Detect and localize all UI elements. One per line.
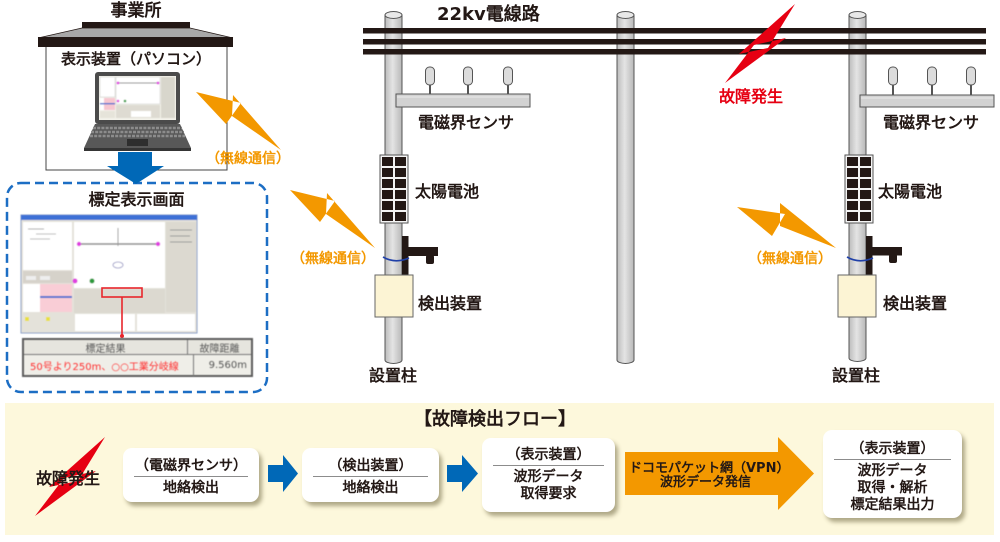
mounting-band-left [382,256,410,262]
flow-step-line: 波形データ [857,463,928,479]
roof-slope [37,27,234,39]
wireless-label-left: （無線通信） [291,251,375,267]
flow-start-label: 故障発生 [36,469,101,488]
flow-step-divider [313,476,428,477]
solar-panel-right [844,154,874,224]
table-header-cell: 標定結果 [24,340,188,355]
table-header-row: 標定結果 故障距離 [24,340,251,355]
flow-step-sensor: （電磁界センサ） 地絡検出 [123,448,259,502]
wireless-label-office: （無線通信） [206,151,290,167]
insulator [463,66,473,86]
detector-unit-left [374,274,414,318]
insulator [503,66,513,86]
flow-step-line: 取得・解析 [857,480,928,496]
insulator [888,66,898,86]
flow-step-detector: （検出装置） 地絡検出 [302,448,439,502]
detector-unit-right [837,274,877,318]
detector-label-left: 検出装置 [418,294,483,313]
flow-step-display-analysis: （表示装置） 波形データ 取得・解析 標定結果出力 [823,430,962,518]
insulator-stem [931,84,933,95]
flow-step-line: 地絡検出 [163,480,219,496]
flow-fault-bolt-icon [35,437,105,516]
callout-connector-end [120,334,124,338]
wire [363,49,986,55]
flow-arrow-icon [268,455,298,492]
solar-panel-left [379,154,409,224]
insulator [425,66,435,86]
electromagnetic-sensor-right [859,66,995,108]
display-device-label: 表示装置（パソコン） [60,50,211,68]
flow-arrow-icon [447,455,478,492]
solar-label-right: 太陽電池 [878,182,943,201]
pole-label-left: 設置柱 [369,366,418,385]
insulator-stem [970,84,972,95]
power-line-wires [363,28,986,55]
network-arrow [625,437,814,510]
pole-cap [616,11,635,19]
cross-arm [859,94,995,108]
insulator-stem [467,84,469,95]
fault-label: 故障発生 [719,87,784,106]
cross-arm [395,93,531,108]
location-result-table: 標定結果 故障距離 50号より250m、○○工業分岐線 9.560m [22,338,253,377]
laptop-screen-ui [99,76,175,118]
insulator-stem [429,84,431,95]
flow-step-line: 取得要求 [520,486,577,502]
antenna-bracket-right [866,236,902,278]
flow-step-display-request: （表示装置） 波形データ 取得要求 [482,438,615,512]
wireless-label-right: （無線通信） [748,251,832,267]
electromagnetic-sensor-left [395,66,531,108]
detector-label-right: 検出装置 [883,294,948,313]
pole-body [616,14,635,364]
flow-step-divider [834,459,951,460]
network-arrow-line: ドコモパケット網（VPN） [629,461,790,476]
laptop-edge [84,148,191,151]
flow-step-header: （電磁界センサ） [135,458,247,474]
pole-cap [384,11,403,19]
flow-step-divider [134,476,248,477]
wireless-bolt-icon [290,190,375,248]
utility-pole-middle [616,11,635,364]
insulator-stem [892,84,894,95]
location-screen-title: 標定表示画面 [88,190,185,209]
network-arrow-label: ドコモパケット網（VPN） 波形データ発信 [629,461,790,490]
pole-label-right: 設置柱 [832,366,881,385]
roof-ridge [82,22,190,29]
fault-distance-cell: 9.560m [208,360,247,371]
table-header-cell: 故障距離 [199,343,240,355]
flow-step-line: 標定結果出力 [850,497,935,513]
insulator [927,66,937,86]
flow-step-header: （検出装置） [328,458,413,474]
insulator [966,66,976,86]
flow-step-line: 地絡検出 [342,480,399,496]
insulator-stem [507,84,509,95]
power-line-label: 22kv電線路 [437,4,540,25]
flow-step-header: （表示装置） [850,441,935,457]
sensor-label-left: 電磁界センサ [418,113,515,132]
table-row: 50号より250m、○○工業分岐線 9.560m [24,355,251,376]
wireless-bolt-icon [196,92,281,150]
flow-step-divider [493,465,604,466]
flow-title: 【故障検出フロー】 [414,409,576,430]
down-arrow-icon [107,152,164,184]
antenna-bracket-left [402,236,438,278]
roof-eave [38,37,233,47]
office-title: 事業所 [110,1,162,21]
sensor-label-right: 電磁界センサ [883,113,980,132]
wireless-bolt-icon [737,203,836,248]
location-screen-thumbnail [20,214,198,334]
fault-bolt-icon [725,4,795,83]
network-arrow-line: 波形データ発信 [659,475,751,490]
laptop-trackpad [127,139,148,146]
laptop-icon [84,72,191,151]
pole-cap [848,11,867,19]
wire [363,28,986,34]
mounting-band-right [846,256,874,262]
flow-step-header: （表示装置） [506,447,591,463]
flow-step-line: 波形データ [513,469,584,485]
solar-label-left: 太陽電池 [415,182,480,201]
location-result-cell: 50号より250m、○○工業分岐線 [24,355,194,376]
wire [363,39,986,45]
